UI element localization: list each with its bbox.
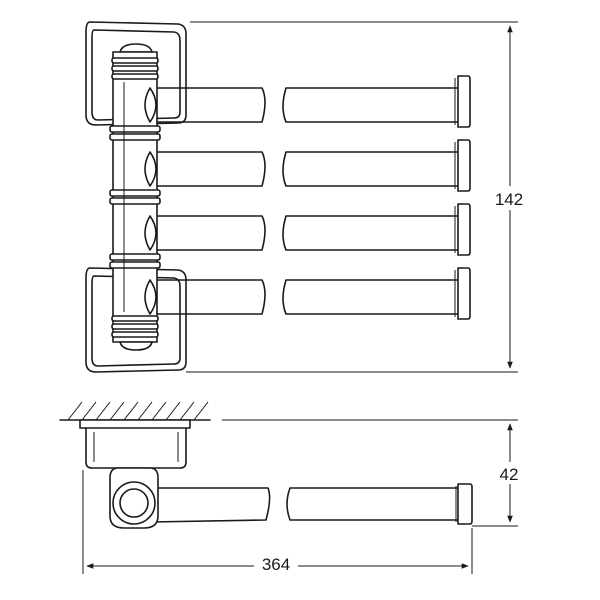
swing-arm	[149, 139, 471, 192]
hatch-line	[179, 401, 195, 421]
hatch-line	[193, 401, 209, 421]
hatch-line	[151, 401, 167, 421]
height-dimension-label: 142	[495, 190, 523, 209]
height-dimension: 142	[186, 21, 530, 373]
top-mount-plate	[85, 21, 187, 126]
hatch-line	[137, 401, 153, 421]
hatch-line	[165, 401, 181, 421]
side-view: 42 364	[59, 401, 526, 574]
hatch-line	[109, 401, 125, 421]
arm-collars	[144, 87, 157, 315]
side-knuckle	[109, 467, 159, 529]
depth-dimension: 42	[222, 419, 526, 527]
swing-arm	[149, 203, 471, 256]
length-dimension-label: 364	[262, 555, 290, 574]
bottom-mount-plate	[85, 267, 187, 373]
arm-collar	[144, 151, 157, 187]
hatch-line	[123, 401, 139, 421]
depth-dimension-label: 42	[500, 465, 519, 484]
hatch-line	[95, 401, 111, 421]
length-dimension: 364	[82, 470, 473, 574]
hatch-line	[81, 401, 97, 421]
front-view: 142	[85, 21, 530, 373]
side-arm	[127, 483, 473, 525]
arm-collar	[144, 279, 157, 315]
hatch-line	[67, 401, 83, 421]
side-mount-base	[79, 419, 191, 469]
arm-collar	[144, 215, 157, 251]
wall-hatch	[59, 401, 211, 421]
swing-arms	[149, 75, 471, 320]
swing-arm	[149, 267, 471, 320]
arm-collar	[144, 87, 157, 123]
swing-arm	[149, 75, 471, 128]
